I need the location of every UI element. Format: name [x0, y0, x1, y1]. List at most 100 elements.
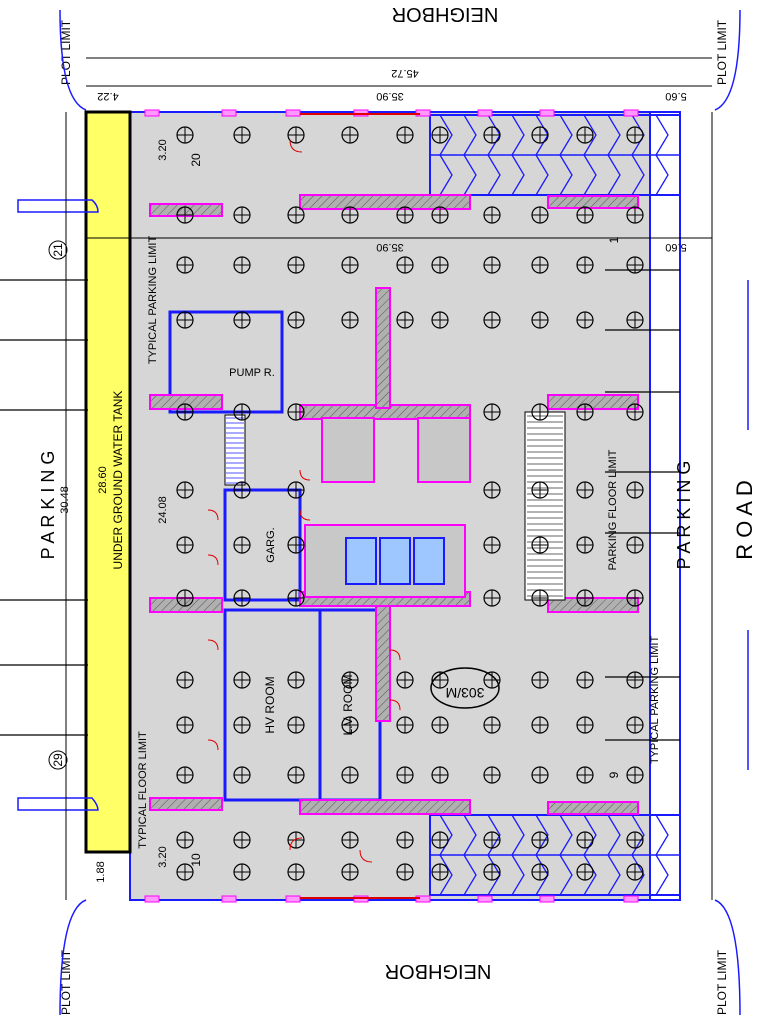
right-parking-stalls: [605, 269, 680, 741]
typical-parking-limit-bottom: TYPICAL PARKING LIMIT: [649, 636, 661, 765]
neighbor-top-label: NEIGHBOR: [392, 3, 499, 25]
ramp-chevron: [655, 854, 669, 896]
ramp-chevron: [607, 154, 621, 196]
dim-d11: 1.88: [95, 861, 107, 882]
plot-limit-label-tr: PLOT LIMIT: [715, 19, 729, 85]
ramp-chevron: [583, 114, 597, 156]
lift-car-2: [379, 537, 411, 585]
plot-limit-arc-br: [714, 899, 741, 1016]
ramp-chevron: [535, 154, 549, 196]
dim-d6: 28.60: [97, 466, 109, 494]
core-wall-v2: [375, 605, 391, 722]
plot-limit-label-tl: PLOT LIMIT: [59, 19, 73, 85]
left-ramp-bottom: [17, 797, 99, 811]
ramp-chevron: [655, 814, 669, 856]
wall-left-lower: [149, 797, 223, 811]
dim-d10: 3.20: [157, 846, 169, 867]
dim-d3: 4.22: [97, 90, 118, 102]
ramp-chevron: [631, 854, 645, 896]
ramp-chevron: [559, 114, 573, 156]
ramp-chevron: [487, 154, 501, 196]
typical-parking-limit-top: TYPICAL PARKING LIMIT: [147, 236, 159, 365]
wall-left-bottom: [149, 597, 223, 613]
core-wall-bottom: [299, 799, 471, 815]
pump-room-label: PUMP R.: [229, 367, 275, 379]
lv-room-label: L.V. ROOM: [341, 675, 355, 736]
stall-number-29: 29: [51, 753, 65, 767]
stall-number-21: 21: [51, 243, 65, 257]
doors: [207, 139, 401, 863]
hv-room-label: HV ROOM: [263, 676, 277, 733]
ramp-chevron: [583, 154, 597, 196]
ramp-chevron: [607, 814, 621, 856]
ramp-chevron: [559, 854, 573, 896]
typical-floor-limit-left: TYPICAL FLOOR LIMIT: [137, 731, 149, 849]
plot-limit-arc-tl: [59, 9, 87, 111]
right-parking-label: P A R K I N G: [674, 461, 694, 570]
garage-label: GARG.: [265, 527, 277, 562]
road-label: R O A D: [732, 480, 757, 559]
ramp-chevron: [583, 854, 597, 896]
dim-d2: 5.60: [665, 90, 686, 102]
ramp-chevron: [511, 114, 525, 156]
stair-treads: [226, 415, 563, 597]
dim-d7: 30.48: [59, 486, 71, 514]
wall-right-top: [547, 394, 639, 410]
tank-label: UNDER GROUND WATER TANK: [111, 391, 125, 570]
ramp-chevron: [439, 154, 453, 196]
tank-303-outline: [430, 667, 500, 709]
ramp-chevron: [631, 154, 645, 196]
stair-left-main: [224, 414, 246, 486]
wall-right-lower: [547, 801, 639, 815]
stall-number-10: 10: [189, 853, 203, 867]
stall-number-9: 9: [607, 771, 621, 778]
plot-limit-arc-bl: [59, 899, 87, 1016]
ramp-chevron: [463, 814, 477, 856]
dim-d9: 3.20: [157, 139, 169, 160]
column-grid: [176, 126, 644, 881]
ramp-chevron: [631, 114, 645, 156]
ramp-chevron: [463, 114, 477, 156]
wall-right-upper: [547, 195, 639, 209]
ramp-chevron: [511, 154, 525, 196]
stall-number-1: 1: [607, 236, 621, 243]
ramp-chevron: [655, 154, 669, 196]
ramp-chevron: [559, 154, 573, 196]
pump-room: [168, 310, 284, 414]
ramp-chevron: [439, 114, 453, 156]
lift-car-1: [345, 537, 377, 585]
wall-left-top: [149, 394, 223, 410]
underground-water-tank: [84, 110, 132, 854]
ramp-chevron: [511, 814, 525, 856]
ramp-chevron: [607, 854, 621, 896]
ramp-chevron: [511, 854, 525, 896]
stall-number-29-circle: [48, 750, 68, 770]
left-parking-label: P A R K I N G: [38, 451, 58, 560]
dim-overall: 45.72: [391, 67, 419, 79]
floor-area: [129, 111, 651, 901]
plot-limit-label-br: PLOT LIMIT: [715, 949, 729, 1015]
ramp-chevron: [463, 154, 477, 196]
ramp-chevron: [607, 114, 621, 156]
dim-d8: 24.08: [157, 496, 169, 524]
ramp-chevron: [463, 854, 477, 896]
left-ramp-top: [17, 199, 99, 213]
neighbor-bottom-label: NEIGHBOR: [385, 960, 492, 982]
stair-core-left: [321, 417, 375, 483]
ramp-chevron: [583, 814, 597, 856]
dim-d12: 20: [189, 153, 203, 167]
dim-d1: 35.90: [376, 90, 404, 102]
stair-core-right: [417, 417, 471, 483]
right-parking-strip: [649, 111, 681, 901]
stall-number-21-circle: [48, 240, 68, 260]
core-wall-top: [299, 194, 471, 210]
tank-303-label: 303/M: [446, 685, 485, 701]
left-parking-stalls: [0, 279, 88, 736]
dim-d4: 35.90: [376, 241, 404, 253]
parking-floor-limit-right: PARKING FLOOR LIMIT: [607, 449, 619, 570]
ramp-chevron: [439, 854, 453, 896]
plot-limit-arc-tr: [714, 9, 741, 111]
core-wall-v1: [375, 287, 391, 409]
dim-d5: 5.60: [665, 241, 686, 253]
